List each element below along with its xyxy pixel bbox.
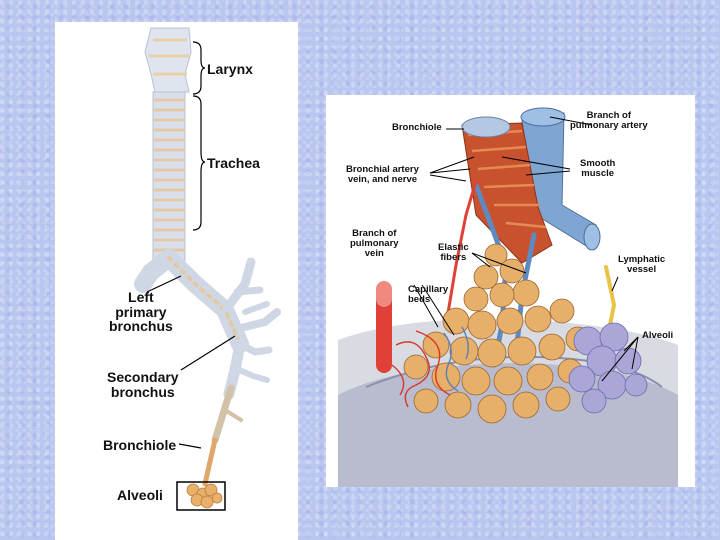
alveoli-highlight-box (176, 481, 226, 511)
respiratory-tree-panel: Larynx Trachea Left primary bronchus Sec… (55, 22, 298, 540)
label-lymphatic-vessel: Lymphatic vessel (618, 254, 666, 275)
label-smooth-muscle: Smooth muscle (580, 158, 616, 179)
alveoli-cluster (186, 483, 223, 509)
label-branch-pulmonary-artery: Branch of pulmonary artery (570, 110, 648, 131)
label-branch-pulmonary-vein: Branch of pulmonary vein (350, 228, 399, 259)
left-leader-lines (146, 41, 236, 449)
label-bronchial-artery-vein-nerve: Bronchial artery vein, and nerve (346, 164, 419, 185)
bronchiole-alveoli-panel: Branch of pulmonary artery Bronchiole Br… (326, 95, 695, 487)
larynx-shape (144, 27, 192, 93)
label-larynx: Larynx (207, 61, 253, 77)
capillary-network (391, 330, 451, 408)
respiratory-tree-illustration (134, 27, 281, 511)
label-capillary-beds: Capillary beds (408, 284, 449, 305)
label-left-primary-bronchus: Left primary bronchus (109, 289, 173, 335)
label-alveoli-detail: Alveoli (642, 330, 674, 341)
label-alveoli: Alveoli (117, 487, 163, 503)
bronchi-shape (134, 249, 281, 487)
trachea-shape (152, 91, 186, 261)
right-leader-lines (413, 116, 639, 382)
bronchiole-alveoli-illustration (338, 107, 678, 487)
label-trachea: Trachea (207, 155, 260, 171)
bronchiole-shape (461, 116, 553, 264)
capillary-network-venous (443, 326, 469, 392)
label-bronchiole: Bronchiole (103, 437, 177, 453)
label-elastic-fibers: Elastic fibers (438, 242, 469, 263)
label-secondary-bronchus: Secondary bronchus (107, 369, 179, 400)
label-bronchiole-detail: Bronchiole (392, 122, 442, 133)
